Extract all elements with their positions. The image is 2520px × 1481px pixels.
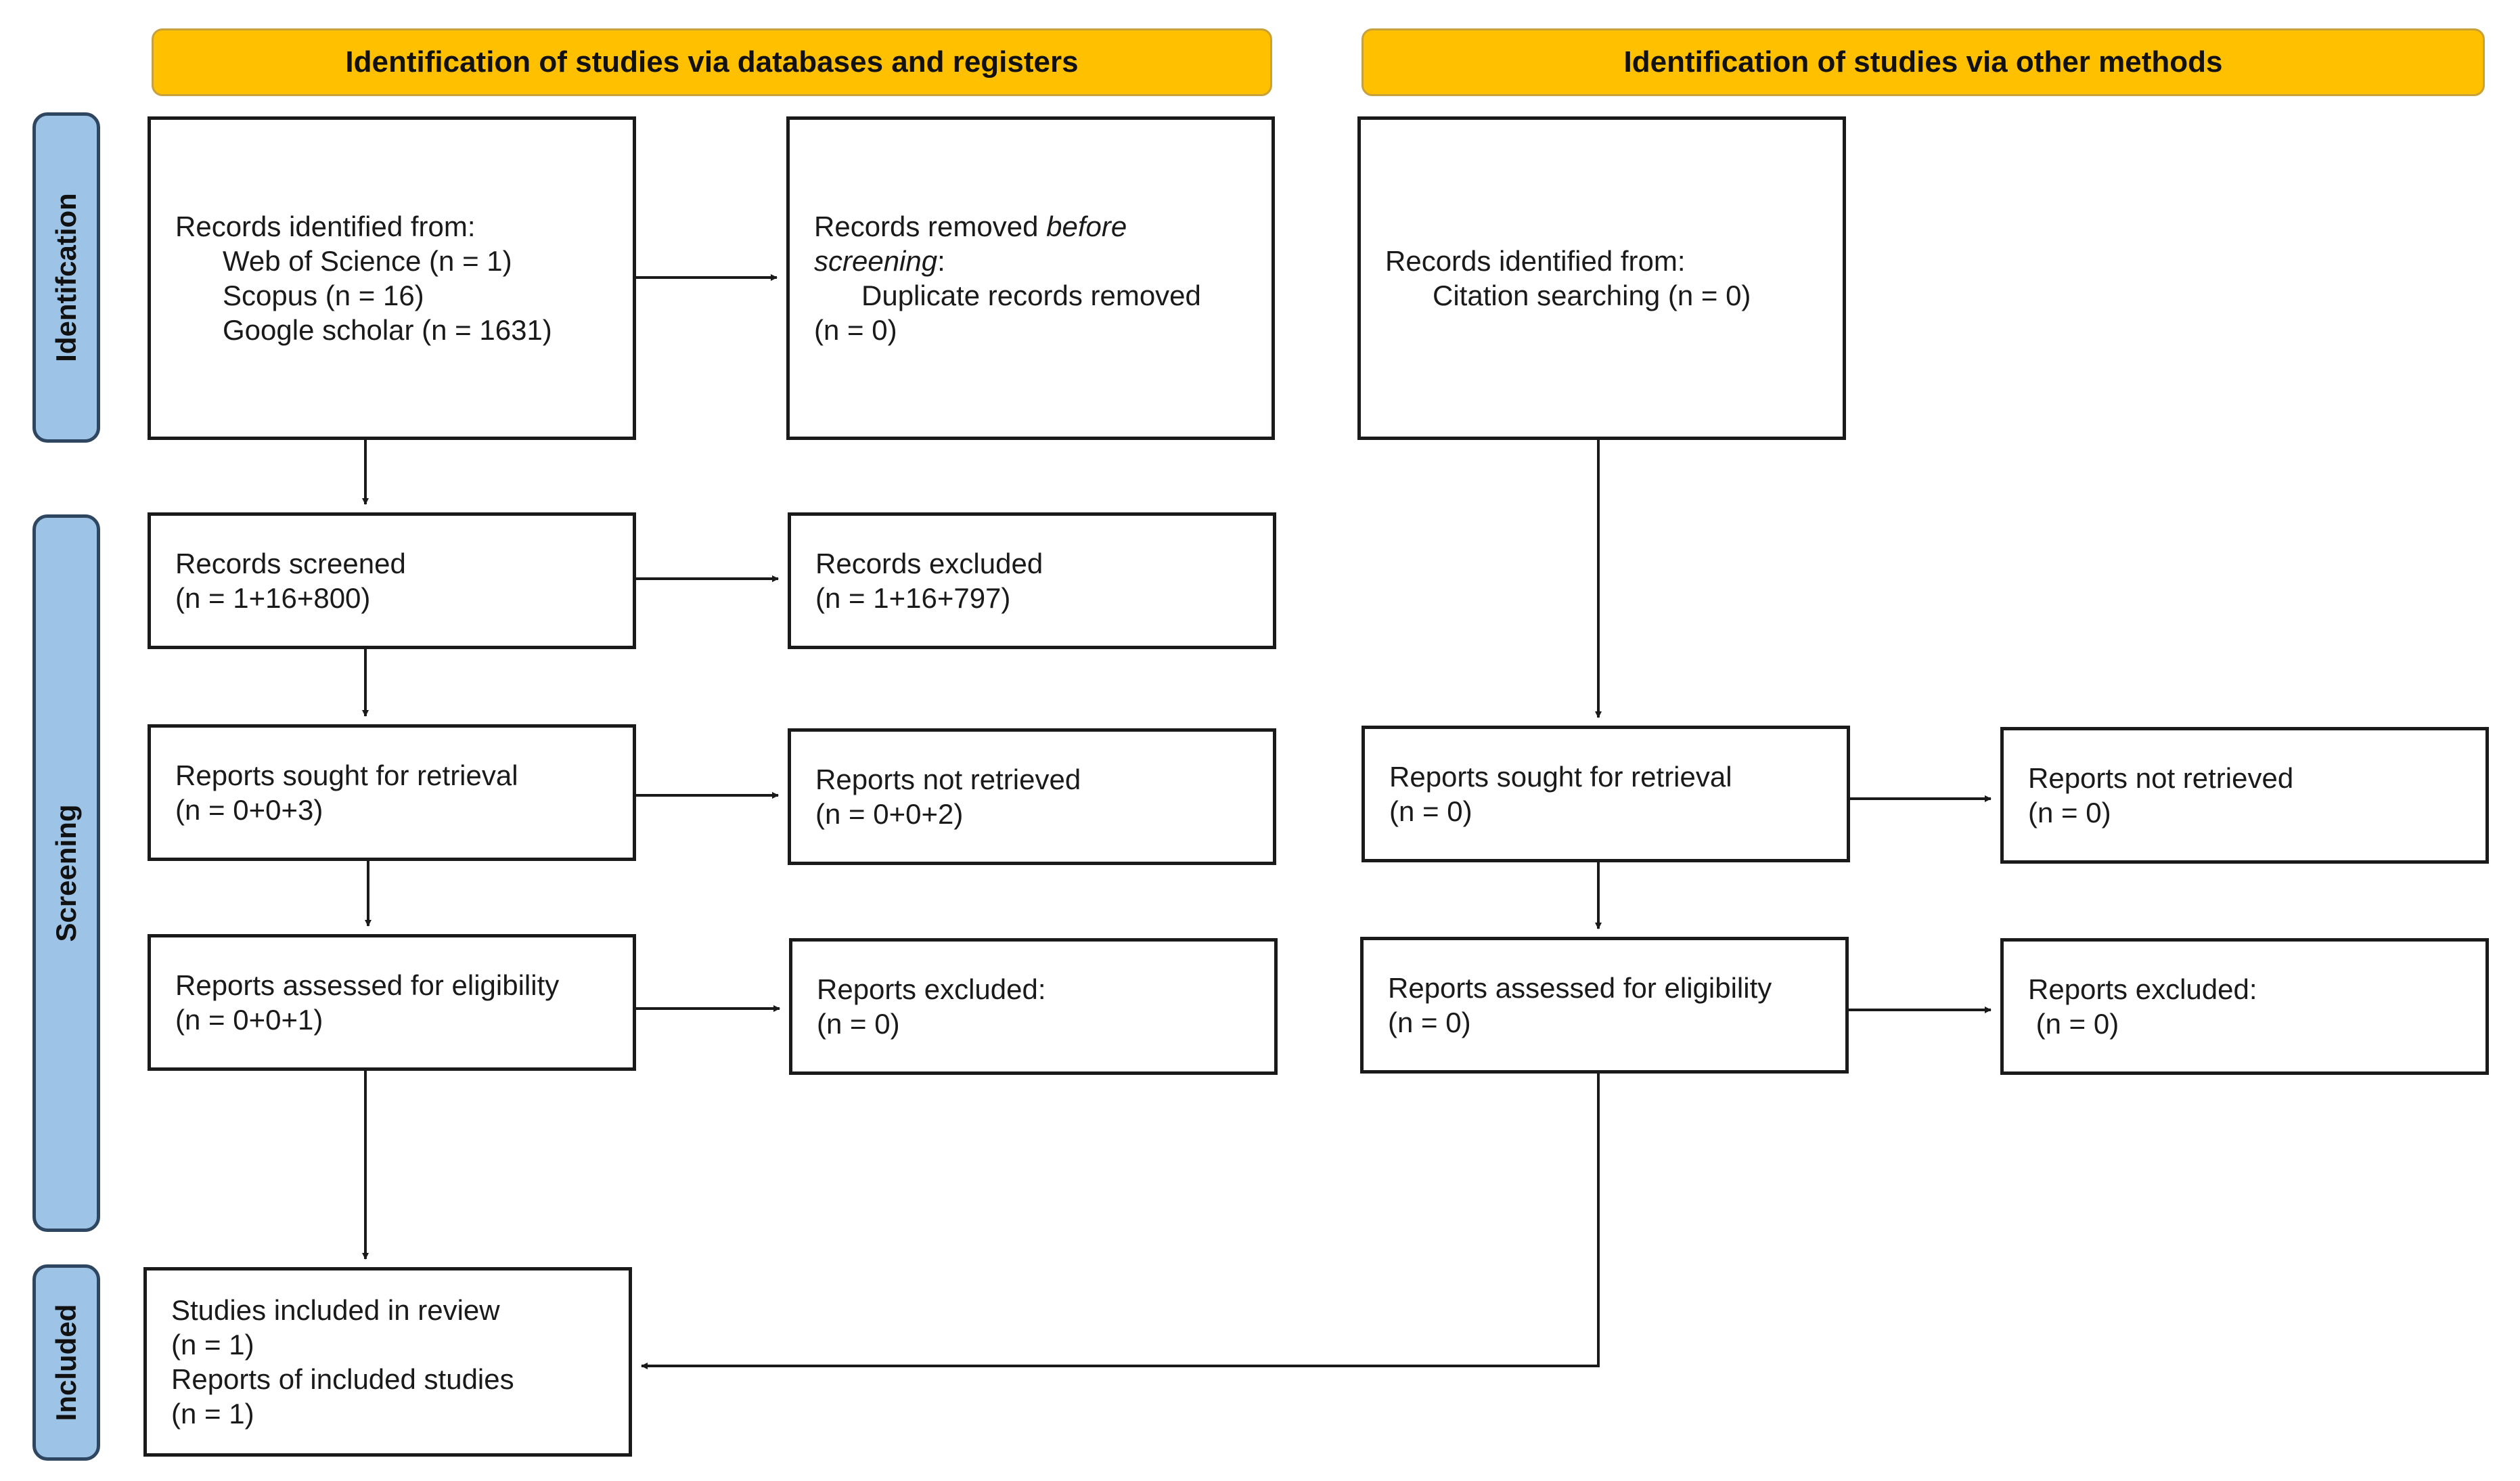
other-records-identified-box: Records identified from: Citation search… [1357, 116, 1846, 440]
db-not-retrieved-count: (n = 0+0+2) [815, 798, 964, 830]
db-removed-count: (n = 0) [814, 314, 897, 346]
phase-included: Included [32, 1264, 100, 1461]
other-reports-excluded-title: Reports excluded: [2028, 973, 2257, 1005]
db-removed-heading: Records removed before [814, 211, 1127, 242]
included-studies-box: Studies included in review (n = 1) Repor… [143, 1267, 632, 1457]
header-databases: Identification of studies via databases … [152, 28, 1272, 96]
other-reports-excluded-box: Reports excluded: (n = 0) [2000, 938, 2489, 1075]
other-reports-excluded-count: (n = 0) [2028, 1008, 2119, 1040]
phase-identification: Identifcation [32, 112, 100, 443]
other-sought-count: (n = 0) [1389, 795, 1472, 827]
other-assessed-title: Reports assessed for eligibility [1388, 972, 1772, 1004]
db-identified-wos: Web of Science (n = 1) [223, 245, 512, 277]
db-screened-title: Records screened [175, 548, 406, 579]
included-reports-title: Reports of included studies [171, 1363, 514, 1395]
other-identified-citation: Citation searching (n = 0) [1433, 280, 1751, 311]
other-not-retrieved-title: Reports not retrieved [2028, 762, 2294, 794]
included-studies-count: (n = 1) [171, 1329, 254, 1361]
db-sought-title: Reports sought for retrieval [175, 759, 518, 791]
other-reports-not-retrieved-box: Reports not retrieved (n = 0) [2000, 727, 2489, 864]
db-sought-count: (n = 0+0+3) [175, 794, 323, 826]
db-identified-title: Records identified from: [175, 211, 476, 242]
db-assessed-count: (n = 0+0+1) [175, 1004, 323, 1036]
db-identified-scholar: Google scholar (n = 1631) [223, 314, 552, 346]
other-assessed-count: (n = 0) [1388, 1007, 1471, 1038]
included-studies-title: Studies included in review [171, 1294, 500, 1326]
db-identified-scopus: Scopus (n = 16) [223, 280, 424, 311]
db-records-removed-box: Records removed before screening: Duplic… [786, 116, 1275, 440]
db-removed-heading-2: screening: [814, 245, 945, 277]
other-identified-title: Records identified from: [1385, 245, 1686, 277]
db-reports-excluded-title: Reports excluded: [817, 973, 1046, 1005]
db-not-retrieved-title: Reports not retrieved [815, 764, 1081, 795]
phase-screening: Screening [32, 514, 100, 1232]
db-reports-assessed-box: Reports assessed for eligibility (n = 0+… [148, 934, 636, 1071]
db-records-screened-box: Records screened (n = 1+16+800) [148, 512, 636, 649]
db-removed-screening: screening [814, 245, 938, 277]
db-removed-duplicates: Duplicate records removed [861, 280, 1201, 311]
db-reports-excluded-box: Reports excluded: (n = 0) [789, 938, 1278, 1075]
db-records-identified-box: Records identified from: Web of Science … [148, 116, 636, 440]
db-screened-count: (n = 1+16+800) [175, 582, 371, 614]
db-excluded-count: (n = 1+16+797) [815, 582, 1011, 614]
other-not-retrieved-count: (n = 0) [2028, 797, 2111, 828]
included-reports-count: (n = 1) [171, 1398, 254, 1430]
db-reports-not-retrieved-box: Reports not retrieved (n = 0+0+2) [788, 728, 1276, 865]
db-reports-sought-box: Reports sought for retrieval (n = 0+0+3) [148, 724, 636, 861]
db-removed-before: before [1046, 211, 1127, 242]
other-sought-title: Reports sought for retrieval [1389, 761, 1732, 793]
db-excluded-title: Records excluded [815, 548, 1043, 579]
other-reports-sought-box: Reports sought for retrieval (n = 0) [1362, 726, 1850, 862]
header-other-methods: Identification of studies via other meth… [1362, 28, 2485, 96]
db-reports-excluded-count: (n = 0) [817, 1008, 900, 1040]
db-assessed-title: Reports assessed for eligibility [175, 969, 560, 1001]
db-records-excluded-box: Records excluded (n = 1+16+797) [788, 512, 1276, 649]
other-reports-assessed-box: Reports assessed for eligibility (n = 0) [1360, 937, 1849, 1074]
arrow-other-assessed-to-included [641, 1074, 1600, 1369]
